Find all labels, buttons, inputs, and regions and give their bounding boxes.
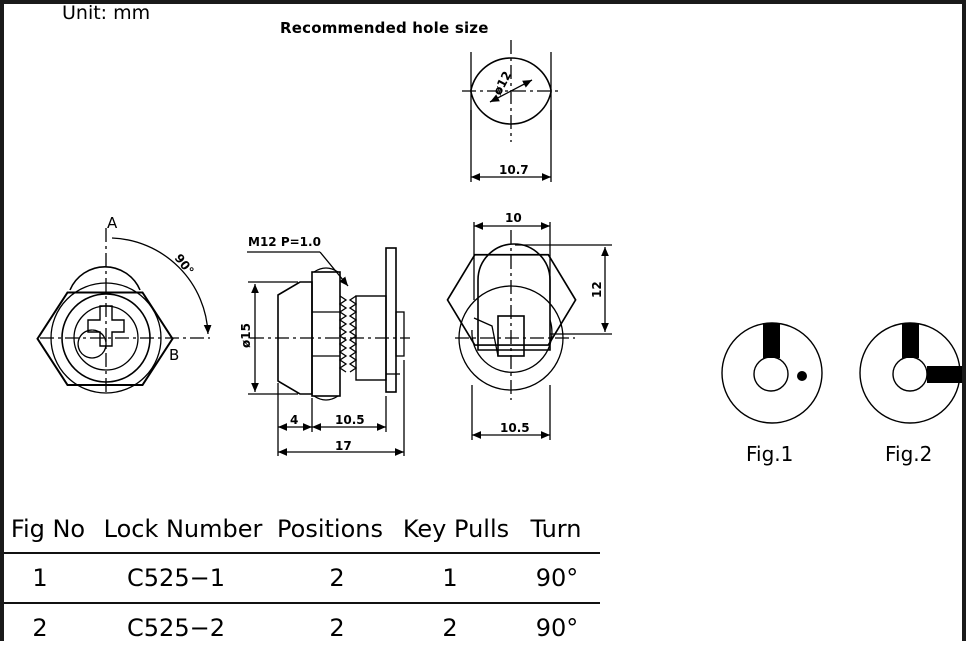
cell-positions: 2 [329, 564, 345, 592]
lock-spec-table: Fig No Lock Number Positions Key Pulls T… [4, 507, 600, 652]
header-turn: Turn [530, 515, 582, 543]
base-105-label: 10.5 [500, 421, 530, 435]
hole-flat-label: 10.7 [499, 163, 529, 177]
label-a: A [107, 214, 118, 232]
cell-positions: 2 [329, 614, 345, 642]
hole-size-view [462, 40, 562, 182]
cell-fig-no: 1 [32, 564, 48, 592]
cell-turn: 90° [535, 564, 579, 592]
label-b: B [169, 346, 179, 364]
table-header-row: Fig No Lock Number Positions Key Pulls T… [4, 507, 600, 554]
fig1-diagram [721, 322, 823, 424]
cell-lock-number: C525−2 [127, 614, 225, 642]
cell-key-pulls: 2 [442, 614, 458, 642]
rear-view [446, 222, 612, 440]
fig1-label: Fig.1 [746, 442, 794, 466]
cell-fig-no: 2 [32, 614, 48, 642]
cell-key-pulls: 1 [442, 564, 458, 592]
fig2-diagram [859, 322, 962, 424]
header-fig-no: Fig No [10, 515, 86, 543]
fig2-label: Fig.2 [885, 442, 933, 466]
header-positions: Positions [277, 515, 383, 543]
cell-turn: 90° [535, 614, 579, 642]
header-lock-number: Lock Number [103, 515, 263, 543]
len-17-label: 17 [335, 439, 352, 453]
thread-label: M12 P=1.0 [248, 235, 321, 249]
front-view [36, 228, 212, 395]
angle-label: 90° [172, 251, 197, 278]
table-row: 2 C525−2 2 2 90° [4, 604, 600, 652]
side-view [247, 247, 410, 456]
recommended-hole-size-label: Recommended hole size [280, 19, 489, 37]
height-12-label: 12 [590, 281, 604, 298]
len-105-label: 10.5 [335, 413, 365, 427]
header-key-pulls: Key Pulls [402, 515, 510, 543]
body-dia-label: ø15 [239, 323, 253, 348]
cell-lock-number: C525−1 [127, 564, 225, 592]
table-row: 1 C525−1 2 1 90° [4, 554, 600, 604]
unit-label: Unit: mm [62, 2, 151, 24]
len-4-label: 4 [290, 413, 298, 427]
width-10-label: 10 [505, 211, 522, 225]
